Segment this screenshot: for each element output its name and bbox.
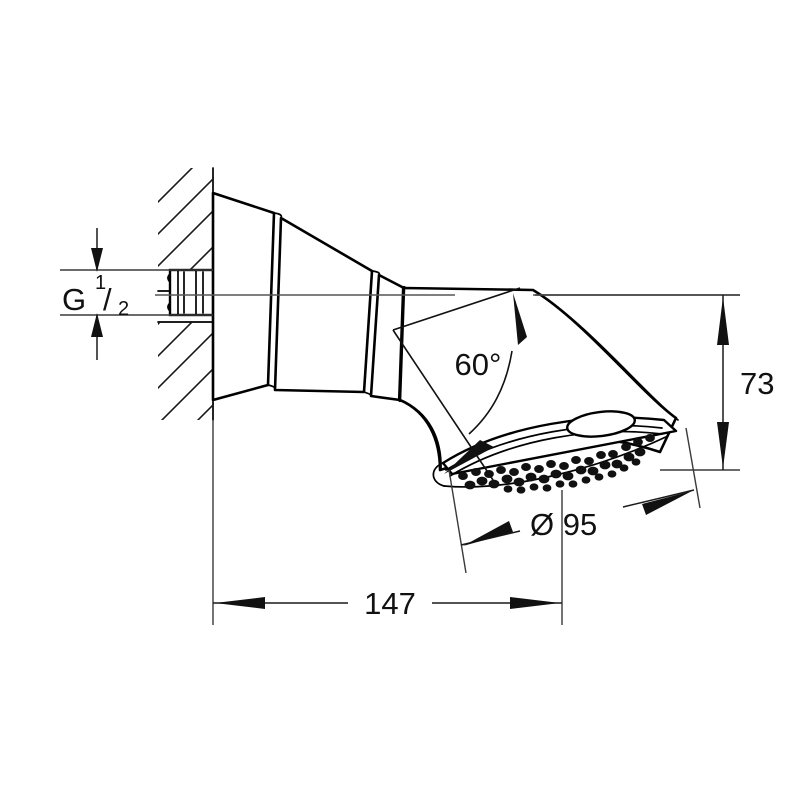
thread-slash-label: /	[103, 282, 112, 317]
projection-dimension: 147	[212, 420, 563, 625]
arrow-angle-lower	[444, 440, 494, 474]
thread-numerator-label: 1	[95, 272, 106, 294]
arrow-height-bottom	[717, 422, 729, 468]
spray-nozzle-pattern	[458, 433, 655, 494]
arrow-height-top	[717, 297, 729, 345]
arrow-projection-right	[510, 597, 560, 609]
thread-prefix-label: G	[62, 282, 86, 317]
diameter-dimension: Ø 95	[448, 427, 701, 574]
arrow-thread-bottom	[91, 313, 103, 337]
diameter-value-label: Ø 95	[530, 507, 597, 542]
wall-section	[157, 167, 214, 421]
thread-dimension: G 1 / 2	[60, 228, 213, 360]
thread-denominator-label: 2	[118, 298, 129, 320]
spray-selector-oval	[566, 410, 636, 438]
shower-head-body	[211, 191, 679, 494]
height-value-label: 73	[740, 366, 774, 401]
arrow-angle-upper	[513, 293, 527, 345]
height-dimension: 73	[535, 294, 774, 471]
angle-dimension: 60°	[392, 287, 527, 481]
wall-hatching-lower	[158, 322, 214, 420]
arrow-thread-top	[91, 248, 103, 272]
arrow-diameter-left	[463, 521, 513, 546]
arrow-projection-left	[215, 597, 265, 609]
projection-value-label: 147	[364, 586, 416, 621]
angle-value-label: 60°	[455, 347, 502, 382]
arrow-diameter-right	[642, 491, 692, 515]
threaded-inlet-nipple	[167, 268, 216, 317]
